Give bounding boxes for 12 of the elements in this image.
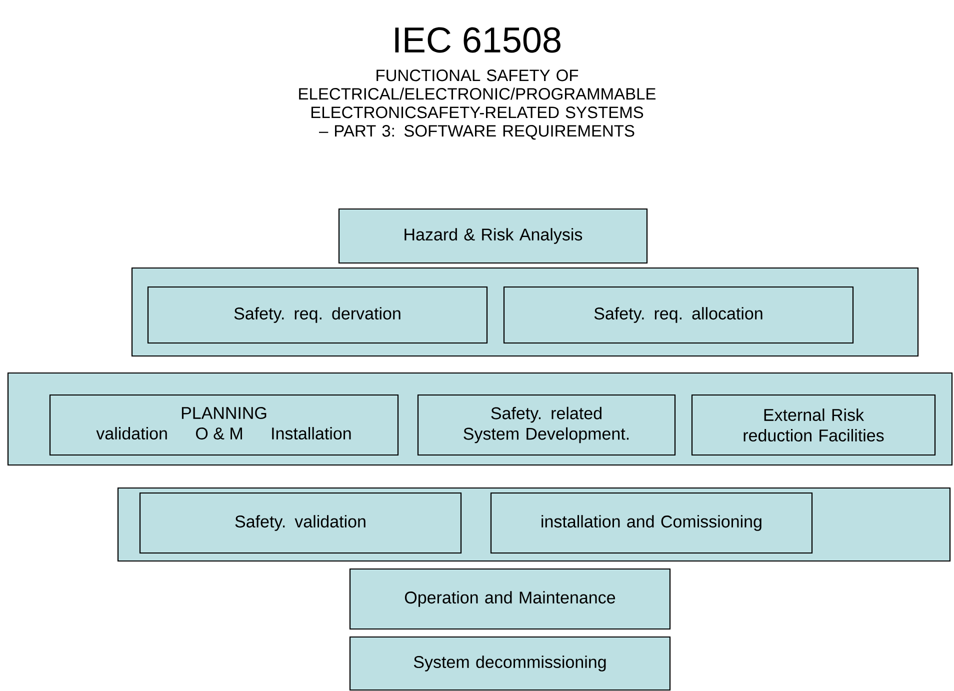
stage-box: PLANNING validation O & M Installation bbox=[49, 394, 399, 456]
stage-box: Hazard & Risk Analysis bbox=[338, 208, 648, 264]
stage-box: Safety. req. dervation bbox=[147, 286, 488, 344]
stage-box: External Risk reduction Facilities bbox=[691, 394, 936, 456]
stage-box: System decommissioning bbox=[349, 636, 671, 691]
stage-box: Safety. req. allocation bbox=[503, 286, 854, 344]
stage-box: Safety. validation bbox=[139, 492, 462, 554]
stage-box: installation and Comissioning bbox=[490, 492, 813, 554]
title: IEC 61508 bbox=[395, 27, 560, 53]
subtitle: FUNCTIONAL SAFETY OF ELECTRICAL/ELECTRONIC/PROGRAMMABLE ELECTRONICSAFETY-RELATED SYSTEMS – PART 3: SOFTWARE REQUIREMENTS bbox=[299, 70, 656, 140]
stage-box: Safety. related System Development. bbox=[417, 394, 676, 456]
stage-box: Operation and Maintenance bbox=[349, 568, 671, 630]
